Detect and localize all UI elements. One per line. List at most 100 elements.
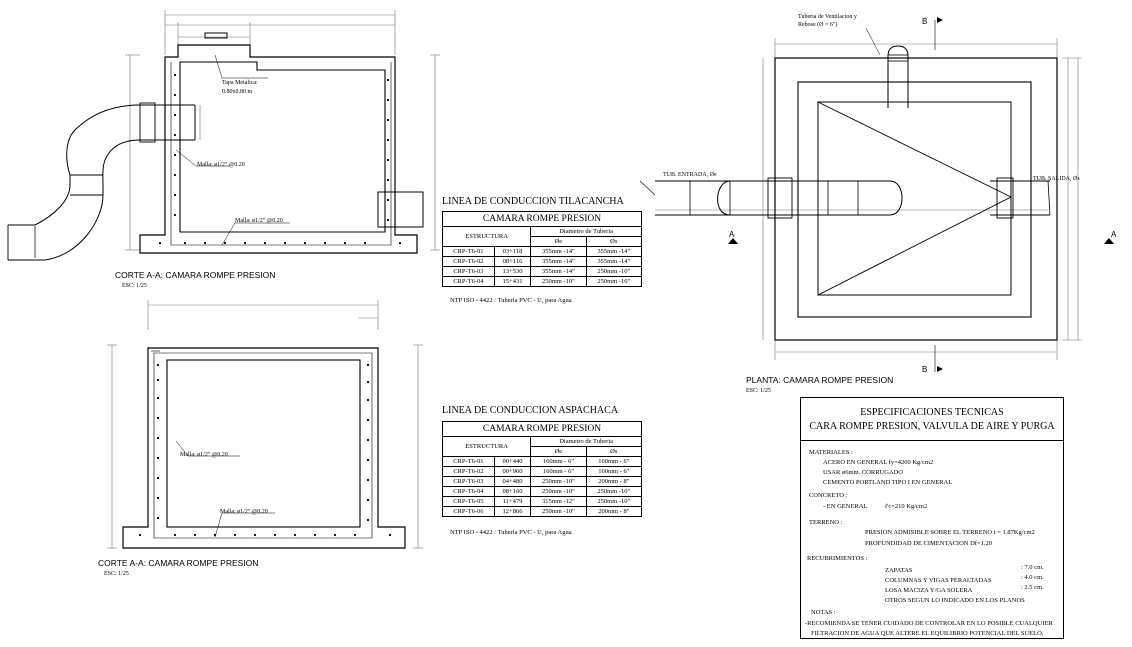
lid-size: 0.80x0.80 m bbox=[222, 89, 253, 95]
spec-losa-val: : 2.5 cm. bbox=[1021, 584, 1044, 591]
cell-out: 200mm - 8" bbox=[585, 506, 643, 517]
lid-label: Tapa Metalica: bbox=[222, 80, 258, 86]
cell-km: 12+866 bbox=[493, 506, 532, 517]
table-aspachaca: CAMARA ROMPE PRESION ESTRUCTURA Diametro… bbox=[441, 421, 643, 517]
cell-id: CRP-T6-02 bbox=[442, 256, 495, 267]
cell-km: 03+118 bbox=[493, 246, 532, 257]
outlet-label: TUB. SALIDA, Øs bbox=[1033, 176, 1080, 182]
cell-out: 250mm -10" bbox=[585, 486, 643, 497]
vent-label-1: Tuberia de Ventilacion y bbox=[798, 14, 857, 20]
col-diameter: Diametro de Tuberia bbox=[530, 436, 642, 447]
spec-profundidad: PROFUNDIDAD DE CIMENTACION Df=1.20 bbox=[865, 540, 993, 547]
section-top-title: CORTE A-A: CAMARA ROMPE PRESION bbox=[115, 270, 275, 280]
cell-in: 160mm - 6" bbox=[530, 456, 587, 467]
spec-nota-1: -RECOMIENDA SE TENER CUIDADO DE CONTROLA… bbox=[805, 620, 1053, 627]
specifications-box: ESPECIFICACIONES TECNICAS CARA ROMPE PRE… bbox=[800, 397, 1064, 639]
cell-km: 08+160 bbox=[493, 486, 532, 497]
cell-id: CRP-T6-01 bbox=[442, 456, 495, 467]
cell-id: CRP-T6-04 bbox=[442, 486, 495, 497]
mesh-floor-label-bottom: Malla: ø1/2" @0.20 bbox=[220, 509, 268, 515]
spec-fc: f'c=210 Kg/cm2 bbox=[885, 503, 928, 510]
cell-id: CRP-T6-06 bbox=[442, 506, 495, 517]
cut-a-left: A bbox=[729, 230, 735, 239]
col-diameter: Diametro de Tuberia bbox=[530, 226, 642, 237]
cell-km: 00+440 bbox=[493, 456, 532, 467]
cell-in: 250mm -10" bbox=[530, 506, 587, 517]
cell-out: 250mm -10" bbox=[585, 496, 643, 507]
cell-out: 355mm -14" bbox=[585, 256, 643, 267]
col-in: Øe bbox=[530, 446, 587, 457]
col-structure: ESTRUCTURA bbox=[441, 436, 532, 457]
cell-in: 250mm -10" bbox=[530, 486, 587, 497]
cut-arrows bbox=[728, 17, 1114, 372]
specifications-header: ESPECIFICACIONES TECNICAS CARA ROMPE PRE… bbox=[801, 398, 1063, 441]
spec-cemento: CEMENTO PORTLAND TIPO I EN GENERAL bbox=[823, 479, 953, 486]
vent-label-2: Rebose (Ø = 6") bbox=[798, 21, 837, 28]
table-aspachaca-heading: LINEA DE CONDUCCION ASPACHACA bbox=[442, 405, 619, 416]
specs-title-2: CARA ROMPE PRESION, VALVULA DE AIRE Y PU… bbox=[809, 421, 1055, 432]
col-out: Øs bbox=[585, 236, 643, 247]
mesh-wall-label-top: Malla: ø1/2" @0.20 bbox=[197, 162, 245, 168]
table-tilacancha-note: NTP ISO - 4422 : Tuberia PVC - U, para A… bbox=[450, 297, 572, 304]
cell-id: CRP-T6-04 bbox=[442, 276, 495, 287]
specs-title-1: ESPECIFICACIONES TECNICAS bbox=[860, 407, 1004, 418]
table-tilacancha-heading: LINEA DE CONDUCCION TILACANCHA bbox=[442, 196, 624, 207]
cell-out: 160mm - 6" bbox=[585, 456, 643, 467]
cut-b-top: B bbox=[922, 17, 927, 26]
cell-out: 250mm -10" bbox=[585, 276, 643, 287]
spec-columnas-val: : 4.0 cm. bbox=[1021, 574, 1044, 581]
section-top-rebar-dots bbox=[158, 73, 402, 245]
section-top-dimensions bbox=[125, 10, 440, 251]
cell-id: CRP-T6-03 bbox=[442, 476, 495, 487]
section-bottom bbox=[107, 300, 423, 549]
col-structure: ESTRUCTURA bbox=[441, 226, 532, 247]
table-caption: CAMARA ROMPE PRESION bbox=[442, 211, 642, 227]
cell-in: 250mm -10" bbox=[530, 276, 587, 287]
cell-km: 04+480 bbox=[493, 476, 532, 487]
mesh-floor-label-top: Malla: ø1/2" @0.20 bbox=[235, 218, 283, 224]
spec-en-general: - EN GENERAL bbox=[823, 503, 868, 510]
table-aspachaca-note: NTP ISO - 4422 : Tuberia PVC - U, para A… bbox=[450, 529, 572, 536]
cell-out: 160mm - 6" bbox=[585, 466, 643, 477]
spec-nota-2: FILTRACION DE AGUA QUE ALTERE EL EQUILIB… bbox=[811, 630, 1044, 637]
spec-terreno: TERRENO : bbox=[809, 519, 843, 526]
cell-km: 08+116 bbox=[493, 256, 532, 267]
cell-in: 355mm -14" bbox=[530, 266, 587, 277]
spec-acero: ACERO EN GENERAL fy=4200 Kg/cm2 bbox=[823, 459, 934, 466]
spec-usar: USAR ø6mm. CORRUGADO bbox=[823, 469, 903, 476]
spec-losa: LOSA MACIZA Y/GA SOLERA bbox=[885, 587, 973, 594]
section-bottom-title: CORTE A-A: CAMARA ROMPE PRESION bbox=[98, 558, 258, 568]
cell-km: 13+530 bbox=[493, 266, 532, 277]
spec-concreto: CONCRETO : bbox=[809, 492, 848, 499]
spec-zapatas: ZAPATAS bbox=[885, 567, 913, 574]
cell-id: CRP-T6-05 bbox=[442, 496, 495, 507]
plan-title: PLANTA: CAMARA ROMPE PRESION bbox=[746, 375, 893, 385]
cell-in: 160mm - 6" bbox=[530, 466, 587, 477]
spec-zapatas-val: : 7.0 cm. bbox=[1021, 564, 1044, 571]
section-bottom-scale: ESC: 1/25 bbox=[104, 571, 129, 577]
spec-otros: OTROS SEGUN LO INDICADO EN LOS PLANOS bbox=[885, 597, 1025, 604]
col-out: Øs bbox=[585, 446, 643, 457]
spec-recubrimientos: RECUBRIMIENTOS : bbox=[807, 555, 868, 562]
spec-presion: PRESION ADMISIBLE SOBRE EL TERRENO t = 1… bbox=[865, 529, 1035, 536]
section-top-scale: ESC: 1/25 bbox=[122, 283, 147, 289]
cut-a-right: A bbox=[1111, 230, 1117, 239]
plan-view bbox=[639, 20, 1082, 372]
spec-columnas: COLUMNAS Y VIGAS PERALTADAS bbox=[885, 577, 992, 584]
table-tilacancha: CAMARA ROMPE PRESION ESTRUCTURA Diametro… bbox=[441, 211, 643, 287]
plan-scale: ESC: 1/25 bbox=[746, 388, 771, 394]
cut-b-bottom: B bbox=[922, 365, 927, 374]
cell-id: CRP-T6-01 bbox=[442, 246, 495, 257]
cell-in: 355mm -14" bbox=[530, 246, 587, 257]
